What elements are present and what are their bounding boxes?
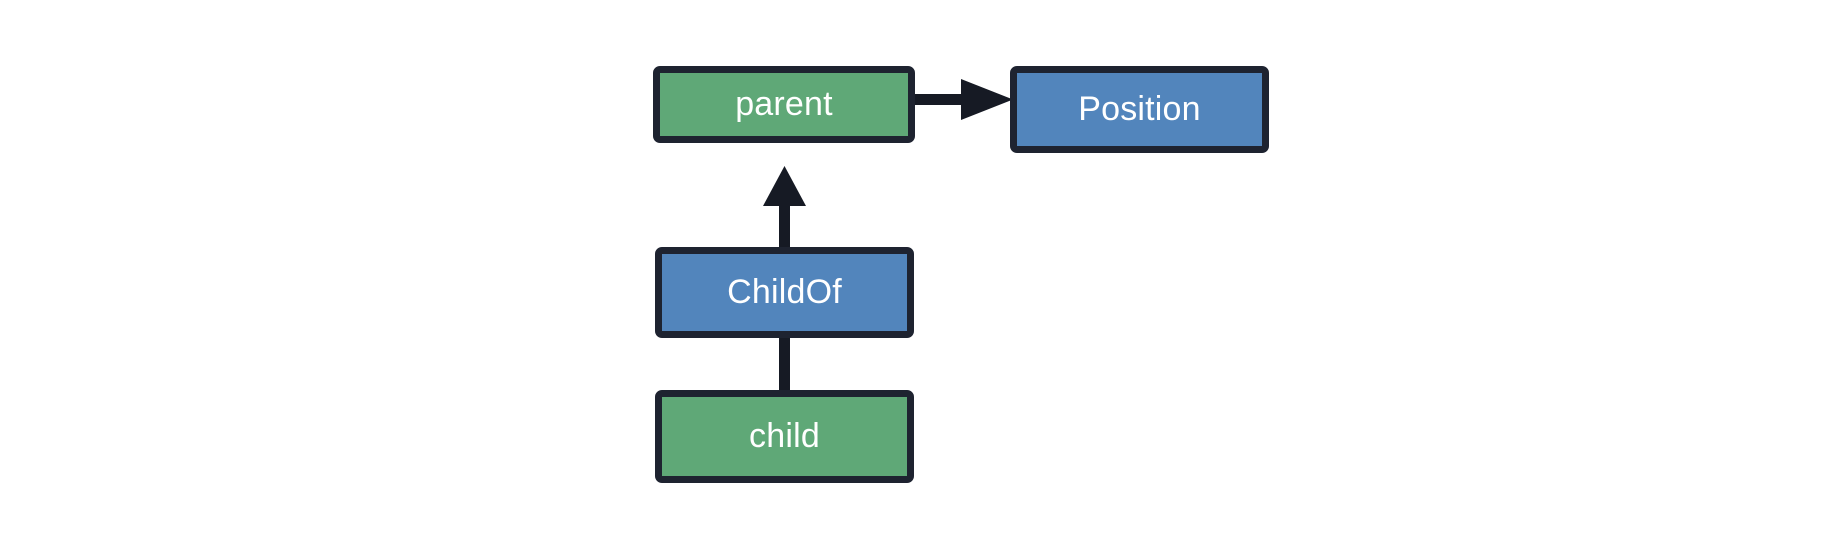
node-parent[interactable]: parent bbox=[653, 66, 915, 143]
edge-parent-to-position bbox=[913, 79, 1013, 120]
edge-childof-to-parent bbox=[763, 166, 806, 250]
node-child-label: child bbox=[749, 416, 820, 455]
node-parent-label: parent bbox=[735, 84, 833, 123]
node-position[interactable]: Position bbox=[1010, 66, 1269, 153]
node-position-label: Position bbox=[1078, 89, 1201, 128]
edge-child-to-childof bbox=[779, 334, 790, 394]
node-childof[interactable]: ChildOf bbox=[655, 247, 914, 338]
node-childof-label: ChildOf bbox=[727, 272, 842, 311]
node-child[interactable]: child bbox=[655, 390, 914, 483]
